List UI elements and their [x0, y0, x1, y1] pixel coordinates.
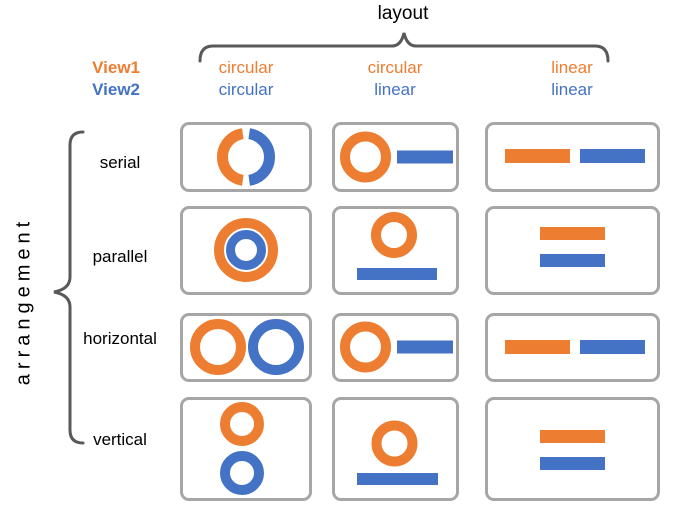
matrix-cell-serial-circular-circular — [180, 122, 312, 192]
view2-bar — [357, 473, 438, 485]
view2-layout-label: linear — [551, 80, 593, 99]
view2-layout-label: circular — [218, 80, 274, 99]
glyph-parallel-circular-circular — [214, 218, 278, 282]
view1-ring — [340, 131, 391, 183]
view1-ring — [220, 402, 264, 446]
view2-label: View2 — [92, 80, 140, 99]
glyph-vertical-circular-linear — [357, 420, 438, 485]
view1-bar — [540, 430, 605, 443]
view2-bar — [357, 268, 437, 280]
glyph-vertical-linear-linear — [540, 430, 605, 470]
view1-label: View1 — [92, 58, 140, 77]
arrangement-axis-title: arrangement — [12, 216, 35, 386]
view1-layout-label: circular — [218, 58, 274, 77]
view1-ring — [371, 420, 418, 467]
row-label-vertical: vertical — [93, 430, 147, 449]
view1-bar — [505, 340, 570, 354]
matrix-cell-horizontal-linear-linear — [485, 313, 660, 382]
view1-half-ring-left — [217, 128, 244, 186]
view2-bar — [580, 149, 645, 163]
view1-bar — [540, 227, 605, 240]
glyph-serial-linear-linear — [505, 149, 645, 163]
glyph-horizontal-linear-linear — [505, 340, 645, 354]
view1-ring — [371, 212, 417, 258]
glyph-parallel-circular-linear — [357, 212, 437, 280]
glyph-serial-circular-circular — [217, 128, 275, 186]
matrix-cell-vertical-linear-linear — [485, 397, 660, 501]
view1-layout-label: circular — [367, 58, 423, 77]
view2-layout-label: linear — [374, 80, 416, 99]
matrix-cell-horizontal-circular-circular — [180, 313, 312, 382]
view2-bar — [397, 150, 453, 164]
view2-ring — [220, 451, 264, 495]
view1-bar — [505, 149, 570, 163]
glyph-horizontal-circular-linear — [340, 321, 453, 373]
glyph-horizontal-circular-circular — [190, 319, 304, 375]
matrix-cell-parallel-linear-linear — [485, 206, 660, 295]
view1-layout-label: linear — [551, 58, 593, 77]
matrix-cell-parallel-circular-circular — [180, 206, 312, 295]
view1-ring — [190, 319, 246, 375]
layout-axis-title: layout — [377, 3, 429, 24]
view1-ring — [214, 218, 278, 282]
view2-half-ring-right — [248, 128, 275, 186]
matrix-cell-horizontal-circular-linear — [332, 313, 459, 382]
matrix-cell-serial-linear-linear — [485, 122, 660, 192]
view2-bar — [397, 340, 453, 354]
column-header-circular-linear: circular linear — [320, 57, 470, 101]
matrix-cell-vertical-circular-circular — [180, 397, 312, 501]
glyph-parallel-linear-linear — [540, 227, 605, 267]
column-header-circular-circular: circular circular — [171, 57, 321, 101]
column-header-linear-linear: linear linear — [497, 57, 647, 101]
view2-bar — [540, 457, 605, 470]
view1-ring — [340, 321, 391, 373]
glyph-vertical-circular-circular — [220, 402, 264, 495]
view2-bar — [580, 340, 645, 354]
row-label-horizontal: horizontal — [83, 329, 157, 348]
row-label-parallel: parallel — [92, 247, 148, 266]
row-label-serial: serial — [99, 153, 141, 172]
view-legend: View1 View2 — [62, 57, 140, 101]
matrix-cell-serial-circular-linear — [332, 122, 459, 192]
matrix-cell-vertical-circular-linear — [332, 397, 459, 501]
matrix-cell-parallel-circular-linear — [332, 206, 459, 295]
glyph-serial-circular-linear — [340, 131, 453, 183]
arrangement-brace — [53, 130, 85, 445]
view2-ring — [226, 230, 266, 270]
view2-bar — [540, 254, 605, 267]
view2-ring — [248, 319, 304, 375]
